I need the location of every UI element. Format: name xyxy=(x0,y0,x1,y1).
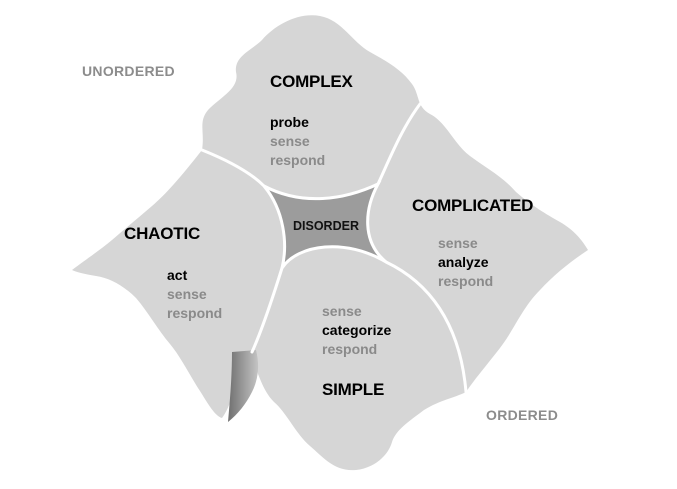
chaotic-step-2: sense xyxy=(167,286,207,302)
domain-dividers xyxy=(200,102,468,394)
disorder-region xyxy=(264,184,386,268)
complicated-step-1: sense xyxy=(438,235,478,251)
disorder-label: DISORDER xyxy=(293,219,359,233)
disorder-outline xyxy=(262,180,387,269)
simple-step-2: categorize xyxy=(322,322,392,338)
complex-step-2: sense xyxy=(270,133,310,149)
divider-complex-chaotic xyxy=(200,148,266,188)
complicated-step-2: analyze xyxy=(438,254,489,270)
ordered-label: ORDERED xyxy=(486,407,559,423)
complex-step-1: probe xyxy=(270,114,309,130)
divider-chaotic-simple xyxy=(250,266,284,354)
divider-complex-complicated xyxy=(376,102,422,186)
complicated-steps: sense analyze respond xyxy=(438,234,493,291)
chaotic-title: CHAOTIC xyxy=(124,224,201,243)
chaotic-step-1: act xyxy=(167,267,188,283)
complex-title: COMPLEX xyxy=(270,72,353,91)
simple-title: SIMPLE xyxy=(322,380,385,399)
complicated-title: COMPLICATED xyxy=(412,196,534,215)
chaotic-steps: act sense respond xyxy=(167,266,222,323)
divider-complicated-simple xyxy=(384,260,468,394)
complex-step-3: respond xyxy=(270,152,326,168)
simple-steps: sense categorize respond xyxy=(322,302,391,359)
complex-steps: probe sense respond xyxy=(270,113,325,170)
complicated-step-3: respond xyxy=(438,273,494,289)
unordered-label: UNORDERED xyxy=(82,63,175,79)
simple-step-1: sense xyxy=(322,303,362,319)
simple-step-3: respond xyxy=(322,341,378,357)
chaotic-step-3: respond xyxy=(167,305,223,321)
canyon-shading xyxy=(228,350,259,422)
